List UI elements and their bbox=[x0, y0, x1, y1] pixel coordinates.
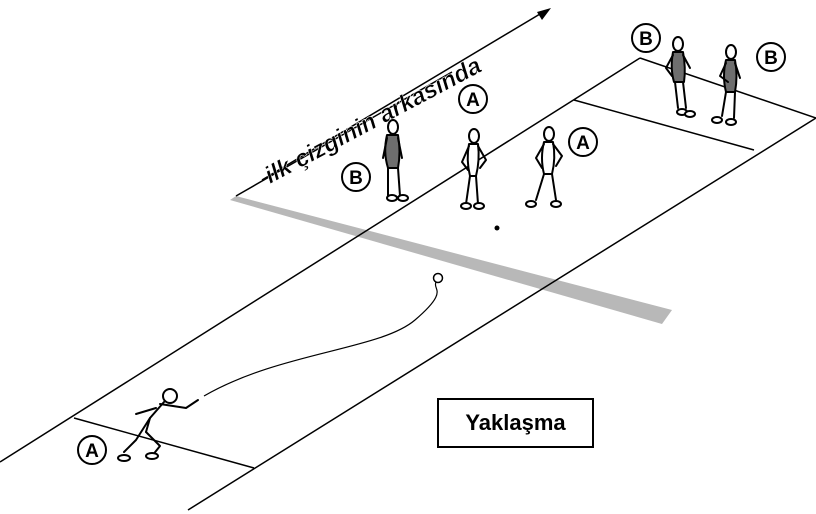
player-b-far-left bbox=[665, 36, 696, 118]
front-line bbox=[73, 417, 255, 469]
start-zone-line bbox=[235, 71, 453, 197]
team-b-badge-far-right: B bbox=[756, 42, 786, 72]
mid-cross-line bbox=[573, 99, 755, 151]
team-a-badge-center: A bbox=[458, 84, 488, 114]
svg-text:A: A bbox=[466, 90, 480, 111]
player-a-center bbox=[460, 128, 487, 210]
court-left-boundary bbox=[0, 57, 641, 463]
svg-text:B: B bbox=[639, 29, 653, 50]
player-b-far-right bbox=[711, 44, 741, 126]
direction-label: ilk çizginin arkasında bbox=[260, 52, 486, 189]
svg-text:A: A bbox=[576, 133, 590, 154]
team-b-badge-left: B bbox=[341, 162, 371, 192]
player-b-left bbox=[382, 119, 409, 202]
caption-label: Yaklaşma bbox=[437, 398, 594, 448]
throw-line-band bbox=[230, 196, 672, 324]
court-right-boundary bbox=[187, 117, 816, 511]
svg-text:B: B bbox=[764, 48, 778, 69]
team-b-badge-far-left: B bbox=[631, 23, 661, 53]
svg-text:A: A bbox=[85, 441, 99, 462]
team-a-badge-right: A bbox=[568, 127, 598, 157]
ball-trajectory bbox=[203, 281, 438, 397]
thrown-ball bbox=[432, 272, 444, 284]
player-a-thrower bbox=[117, 388, 199, 462]
court-lines bbox=[0, 57, 816, 511]
jack-ball bbox=[494, 225, 500, 231]
svg-text:B: B bbox=[349, 168, 363, 189]
direction-arrow bbox=[261, 8, 551, 181]
player-a-right bbox=[525, 126, 563, 208]
team-a-badge-thrower: A bbox=[77, 435, 107, 465]
